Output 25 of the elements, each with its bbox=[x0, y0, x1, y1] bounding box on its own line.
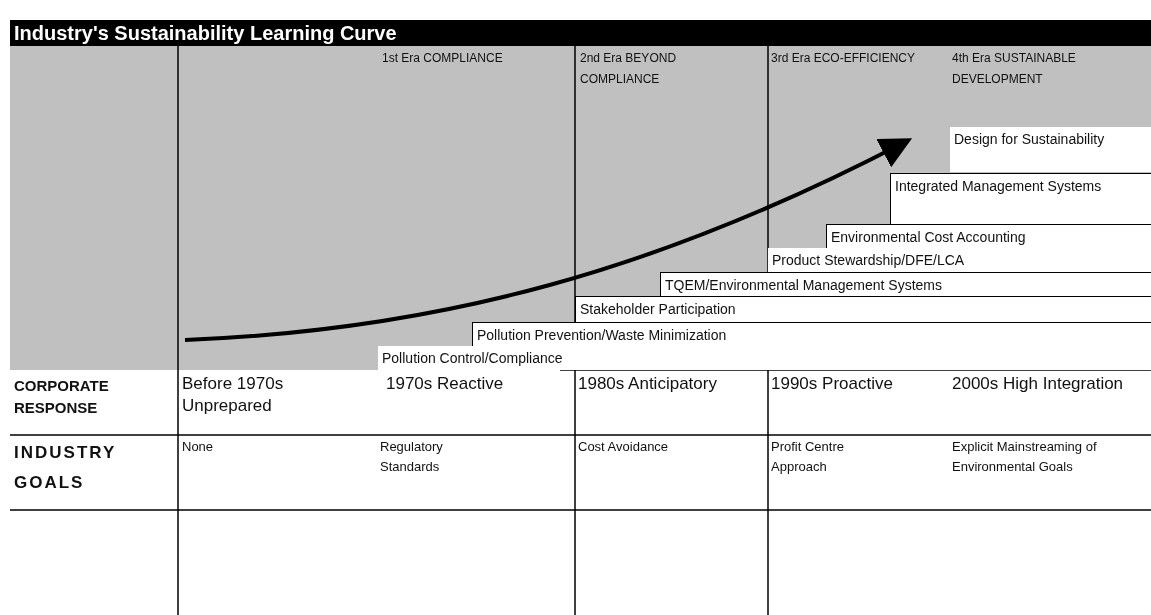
stage-box: Design for Sustainability bbox=[950, 127, 1151, 172]
table-cell-text: Explicit Mainstreaming of Environmental Goals bbox=[952, 438, 1098, 476]
table-cell-text: Regulatory Standards bbox=[380, 438, 444, 476]
stage-box: Stakeholder Participation bbox=[575, 296, 1151, 322]
table-cell-text: 1980s Anticipatory bbox=[578, 373, 718, 395]
stage-box: TQEM/Environmental Management Systems bbox=[660, 272, 1151, 296]
table-cell-text: 2000s High Integration bbox=[952, 373, 1125, 395]
title: Industry's Sustainability Learning Curve bbox=[10, 20, 1151, 46]
stage-box: Product Stewardship/DFE/LCA bbox=[768, 248, 1151, 272]
table-cell-text: Cost Avoidance bbox=[578, 438, 670, 456]
table-cell-text: None bbox=[182, 438, 215, 456]
row-heading: CORPORATE RESPONSE bbox=[14, 376, 110, 418]
table-cell-text: 1990s Proactive bbox=[771, 373, 894, 395]
era-heading: 3rd Era ECO-EFFICIENCY bbox=[771, 50, 917, 67]
stage-box: Environmental Cost Accounting bbox=[826, 224, 1151, 248]
table-cell-text: Profit Centre Approach bbox=[771, 438, 845, 476]
row-heading: INDUSTRY GOALS bbox=[14, 442, 117, 494]
stage-box: Integrated Management Systems bbox=[890, 173, 1151, 224]
stage-box: Pollution Control/Compliance bbox=[378, 346, 1151, 370]
stage-box: Pollution Prevention/Waste Minimization bbox=[472, 322, 1151, 346]
era-heading: 1st Era COMPLIANCE bbox=[382, 50, 504, 67]
table-cell-text: 1970s Reactive bbox=[386, 373, 505, 395]
era-heading: 4th Era SUSTAINABLE DEVELOPMENT bbox=[952, 50, 1077, 88]
table-cell-text: Before 1970s Unprepared bbox=[182, 373, 285, 417]
era-heading: 2nd Era BEYOND COMPLIANCE bbox=[580, 50, 678, 88]
